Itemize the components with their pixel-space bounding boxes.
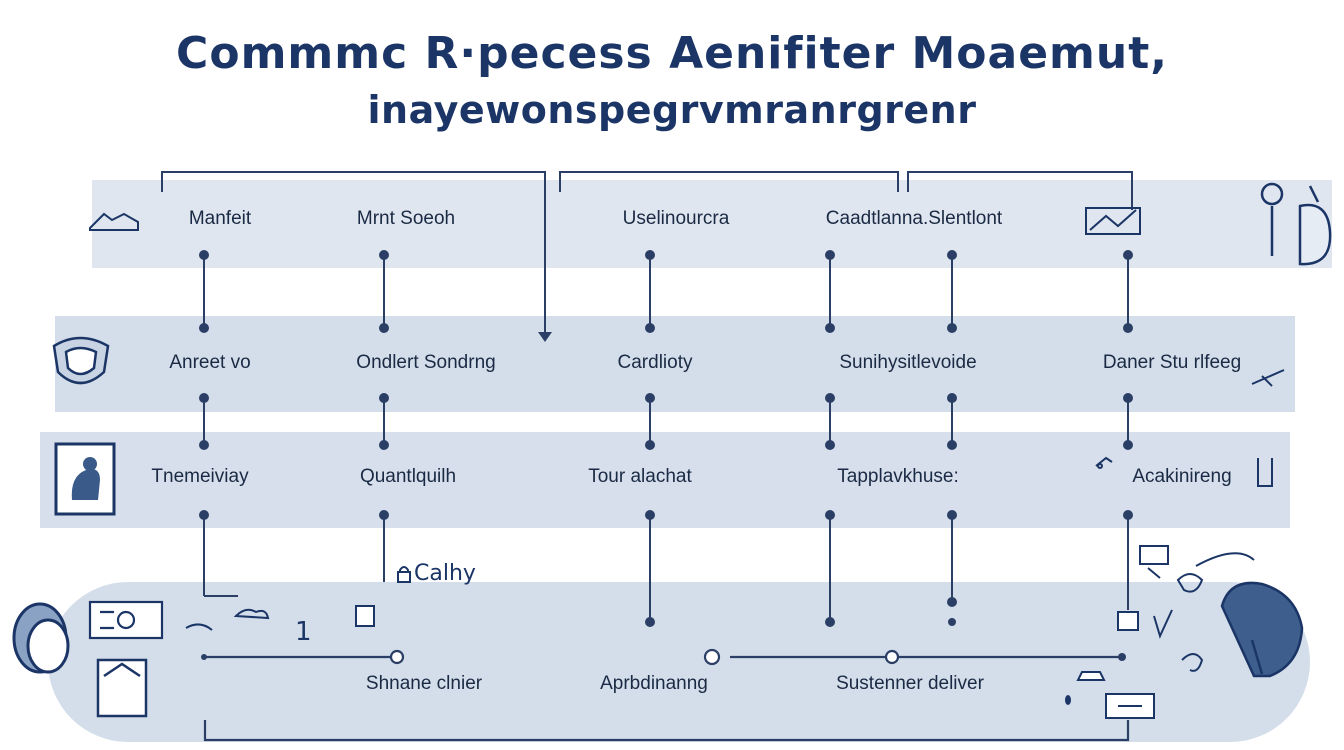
check-icon [1153,609,1173,639]
wrench-chart-icon [1085,207,1141,235]
card-icon [88,600,164,640]
person-with-pen-icon [1260,182,1332,266]
shield-icon [52,336,110,385]
mug-icon [1176,552,1255,593]
bucket-icon [1117,611,1139,631]
label-anreet-vo: Anreet vo [169,352,251,373]
portrait-icon [54,442,116,516]
monitor-icon [1139,545,1169,579]
diagram-subtitle: inayewonspegrvmranrgrenr [367,88,977,132]
cloud-icon [185,608,270,631]
bracket-middle [559,171,899,192]
label-acakinireng: Acakinireng [1132,466,1232,487]
box-icon [96,658,148,718]
label-tour-alachat: Tour alachat [588,466,692,487]
bottom-flow [203,648,1130,742]
floating-text: Calhy [414,561,476,586]
label-quantlquilh: Quantlquilh [359,466,457,487]
label-tnemeiviay: Tnemeiviay [151,466,249,487]
diagram-title: Commmc R·pecess Aenifiter Moaemut, [176,28,1168,79]
shoe-icon [89,212,139,231]
connectors [199,250,1133,627]
label-daner-stu: Daner Stu rlfeeg [1102,352,1242,373]
key-icon [1076,671,1106,681]
label-uselinourcra: Uselinourcra [622,208,730,229]
label-sustenner-deliver: Sustenner deliver [836,673,984,694]
small-car-icon [1095,456,1113,469]
document-icon [355,605,375,627]
band-row-2 [55,316,1295,412]
label-mrnt-soeoh: Mrnt Soeoh [356,208,456,229]
pen-icon [1251,369,1285,387]
bracket-left-arrow [538,332,552,342]
label-caadtlanna: Caadtlanna.Slentlont [825,208,1003,229]
numeral-one: 1 [295,617,312,647]
bracket-icon [1257,458,1273,487]
label-aprbdinanng: Aprbdinanng [600,673,708,694]
label-shnane-clnier: Shnane clnier [365,673,483,694]
piano-icon [1220,581,1304,678]
sofa-icon [12,602,70,674]
leaf-icon [1181,653,1204,672]
tray-icon [1105,693,1155,719]
label-cardlioty: Cardlioty [617,352,693,373]
label-ondlert-sondrng: Ondlert Sondrng [356,352,496,373]
lock-icon [397,566,411,583]
label-manfeit: Manfeit [188,208,252,229]
label-tapplavkhuse: Tapplavkhuse: [837,466,959,487]
bracket-left [161,171,546,338]
band-row-3 [40,432,1290,528]
bracket-right [907,171,1133,210]
label-sunihysitlevoide: Sunihysitlevoide [839,352,977,373]
small-drop-icon [1065,695,1071,705]
